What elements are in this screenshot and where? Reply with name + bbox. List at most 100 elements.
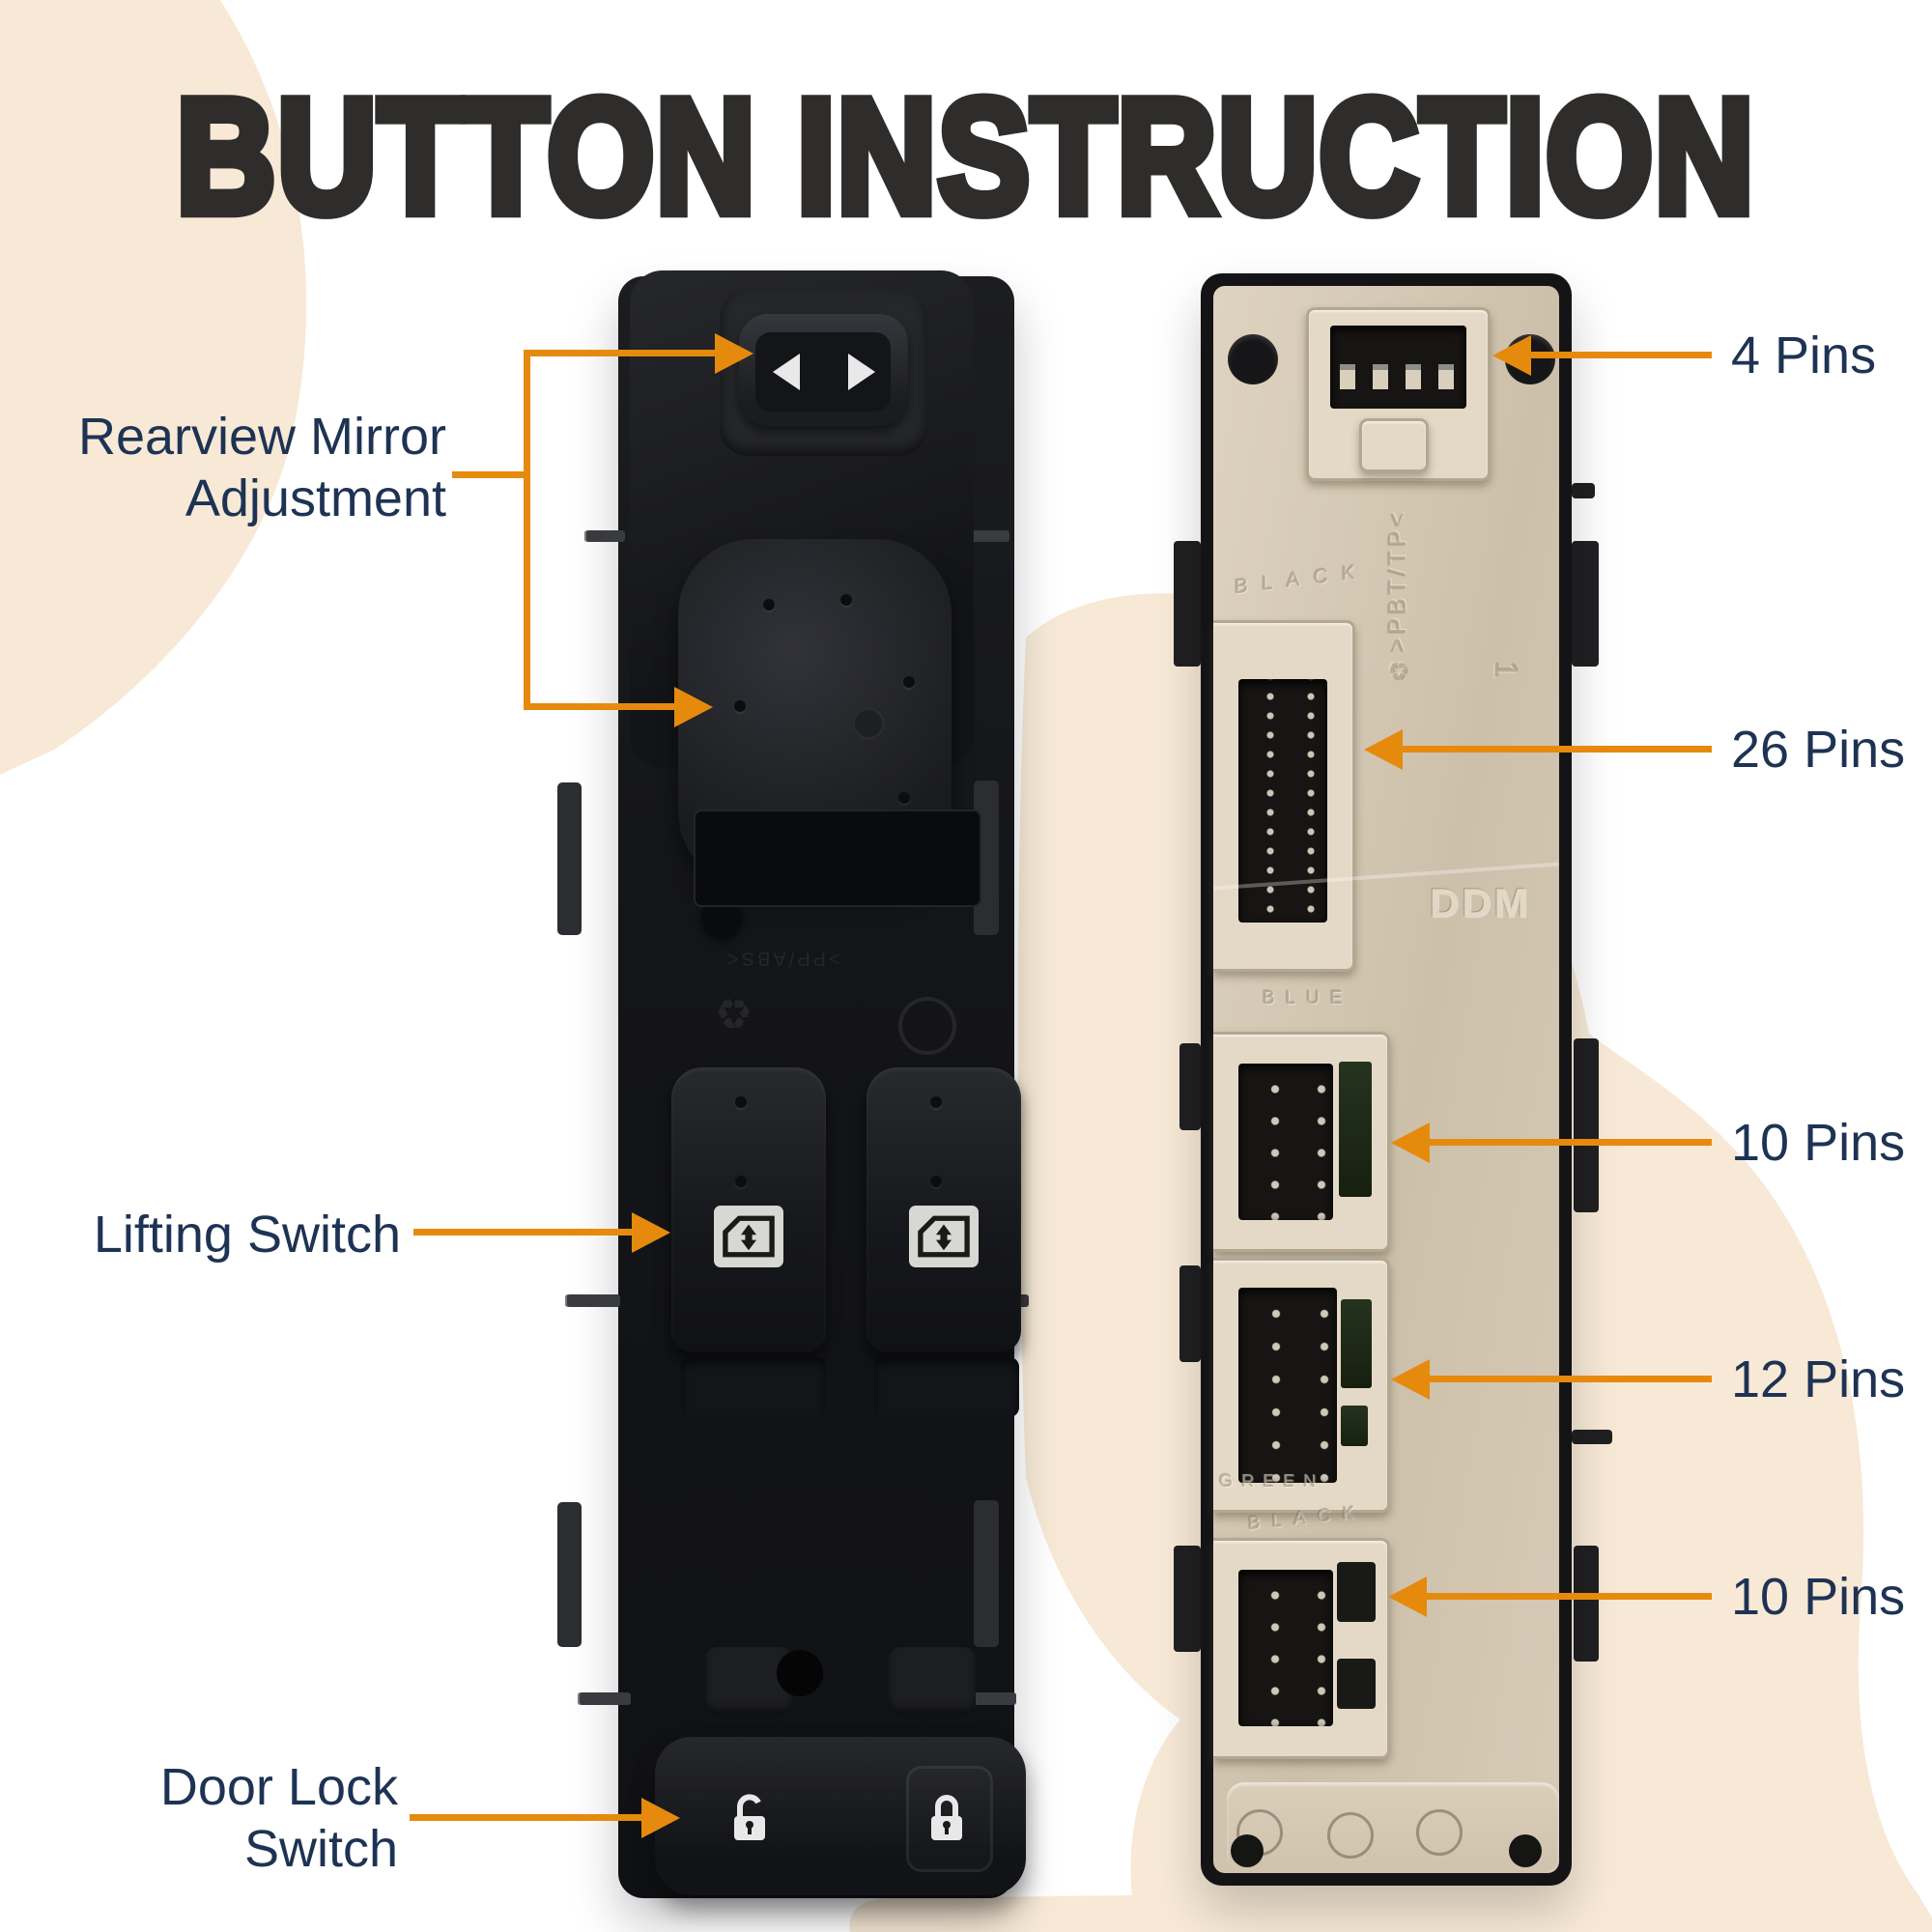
window-lift-icon: [909, 1206, 979, 1267]
callout-line: [1401, 746, 1712, 753]
molded-s-mark: [898, 997, 956, 1055]
mount-tab: [1572, 541, 1599, 667]
window-switch-left: [671, 1067, 826, 1352]
switch-stud: [930, 1176, 942, 1187]
switch-base: [874, 1357, 1019, 1417]
mount-tab: [557, 1502, 582, 1647]
callout-line: [524, 703, 676, 710]
latch-block: [1337, 1659, 1376, 1709]
latch-block: [1337, 1562, 1376, 1622]
pad-stud: [903, 676, 915, 688]
callout-line: [524, 350, 530, 710]
mount-pin: [1572, 1430, 1612, 1444]
molded-pp-abs: >PP/ABS<: [724, 948, 840, 969]
connector-pin: [1406, 364, 1421, 389]
date-stamp: [1327, 1812, 1374, 1859]
callout-doorlock-label: Door Lock Switch: [159, 1758, 398, 1878]
window-switch-right: [867, 1067, 1021, 1352]
connector-26pin-recess: [1238, 679, 1327, 923]
connector-26pin: [1213, 620, 1355, 972]
blob-bottom-strip: [849, 1890, 1687, 1932]
connector-pin: [1438, 364, 1454, 389]
mount-tab: [1174, 541, 1201, 667]
connector-latch: [1359, 418, 1429, 472]
switch-stud: [735, 1176, 747, 1187]
callout-12pins-label: 12 Pins: [1731, 1350, 1906, 1408]
mount-pin: [584, 530, 625, 542]
window-master-switch-front: ♻ >PP/ABS<: [557, 270, 1029, 1898]
mount-tab: [1179, 1265, 1201, 1362]
callout-arrowhead: [641, 1798, 680, 1838]
mount-tab: [1179, 1043, 1201, 1130]
callout-arrowhead: [632, 1212, 670, 1253]
connector-10pin-bottom: [1213, 1538, 1390, 1759]
callout-line: [1428, 1139, 1712, 1146]
callout-arrowhead: [1388, 1577, 1427, 1617]
callout-line: [413, 1229, 634, 1236]
mirror-left-arrow-icon: [773, 354, 800, 390]
molded-one: 1: [1488, 661, 1523, 679]
callout-arrowhead: [1364, 729, 1403, 770]
pcb-edge: [1341, 1299, 1372, 1388]
switch-stud: [930, 1096, 942, 1108]
mount-tab: [557, 782, 582, 935]
mirror-right-arrow-icon: [848, 354, 875, 390]
molded-green: GREEN: [1219, 1471, 1325, 1491]
mount-tab: [1174, 1546, 1201, 1652]
door-lock-switch: [655, 1737, 1026, 1895]
connector-12pin: [1213, 1258, 1390, 1513]
pad-stud: [898, 792, 910, 804]
screw-hole-small: [1231, 1834, 1264, 1867]
pcb-edge: [1341, 1406, 1368, 1446]
connector-12pin-recess: [1238, 1288, 1337, 1483]
page-title: BUTTON INSTRUCTION: [172, 60, 1759, 252]
callout-arrowhead: [715, 333, 753, 374]
screw-hole: [1228, 334, 1278, 384]
window-lift-icon: [714, 1206, 783, 1267]
molded-ddm: DDM: [1430, 880, 1531, 925]
connector-10pin-upper-recess: [1238, 1064, 1333, 1220]
pcb-edge: [1339, 1062, 1372, 1197]
callout-line: [1529, 352, 1712, 358]
molded-blue: BLUE: [1263, 988, 1353, 1009]
connector-pin: [1373, 364, 1388, 389]
lock-button-outline: [906, 1766, 993, 1872]
screw-head: [852, 707, 885, 740]
callout-line: [1428, 1376, 1712, 1382]
date-stamp: [1416, 1809, 1463, 1856]
callout-4pins-label: 4 Pins: [1731, 327, 1877, 384]
callout-10pins-bottom-label: 10 Pins: [1731, 1568, 1906, 1626]
switch-stud: [735, 1096, 747, 1108]
callout-arrowhead: [1391, 1122, 1430, 1163]
connector-10pin-bottom-recess: [1238, 1570, 1333, 1726]
connector-4pin-recess: [1330, 326, 1466, 409]
pad-stud: [763, 599, 775, 611]
pad-stud: [734, 700, 746, 712]
callout-arrowhead: [674, 687, 713, 727]
lock-icon: [931, 1795, 962, 1840]
mount-pin: [963, 1692, 1016, 1705]
rear-switch-knob: [889, 1647, 976, 1715]
callout-line: [524, 350, 717, 356]
mount-tab: [1574, 1546, 1599, 1662]
mount-pin: [969, 530, 1009, 542]
mount-pin: [578, 1692, 631, 1705]
callout-10pins-upper-label: 10 Pins: [1731, 1114, 1906, 1172]
recycle-icon: ♻: [715, 988, 753, 1036]
callout-line: [1425, 1593, 1712, 1600]
connector-pin: [1340, 364, 1355, 389]
unlock-icon: [734, 1794, 765, 1840]
callout-rearview-label: Rearview Mirror Adjustment: [77, 408, 446, 527]
blob-top-left: [0, 0, 307, 775]
pad-stud: [840, 594, 852, 606]
molded-pbt-tp: ♻ >PBT/TP<: [1384, 508, 1412, 684]
callout-line: [410, 1814, 643, 1821]
screw-hole-small: [1509, 1834, 1542, 1867]
switch-base: [681, 1357, 826, 1417]
callout-26pins-label: 26 Pins: [1731, 721, 1906, 779]
connector-4pin: [1306, 307, 1491, 481]
callout-lifting-label: Lifting Switch: [93, 1206, 401, 1264]
blank-plate: [694, 810, 981, 907]
mount-tab: [1574, 1038, 1599, 1212]
